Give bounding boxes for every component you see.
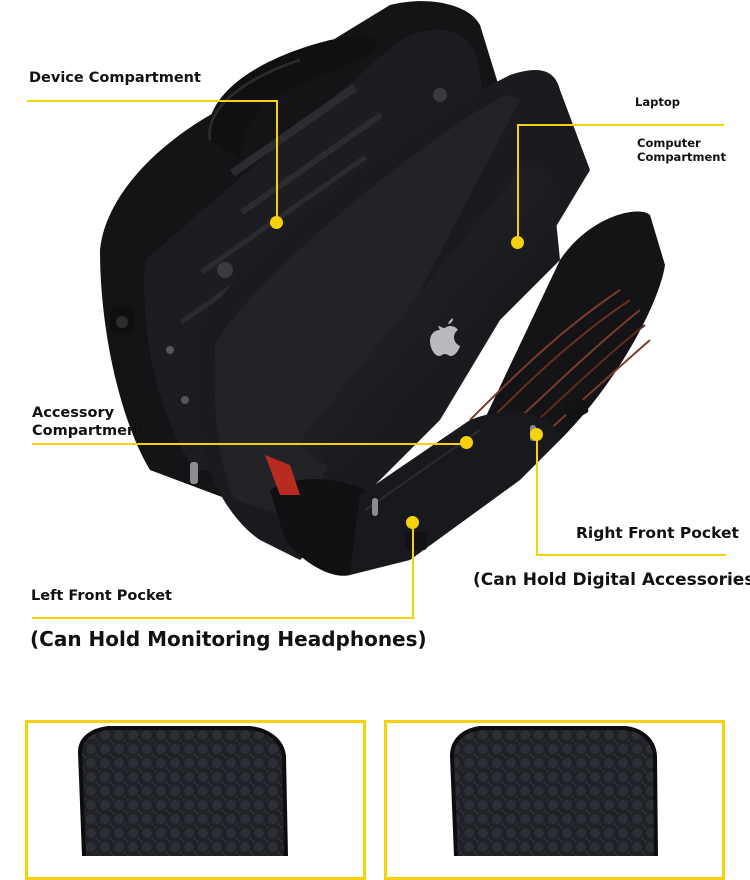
right-front-pocket-line-v bbox=[536, 434, 538, 556]
accessory-compartment-label-line2: Compartment bbox=[32, 423, 145, 439]
left-front-pocket-note: (Can Hold Monitoring Headphones) bbox=[30, 627, 427, 651]
left-front-pocket-line-h bbox=[32, 617, 414, 619]
left-front-pocket-label: Left Front Pocket bbox=[31, 588, 172, 604]
device-compartment-line-h bbox=[27, 100, 278, 102]
computer-compartment-line-h bbox=[517, 124, 724, 126]
laptop bbox=[300, 166, 560, 471]
apple-logo-icon bbox=[430, 318, 460, 356]
computer-compartment-label-line1: Computer bbox=[637, 136, 701, 150]
accessory-compartment-label-line1: Accessory bbox=[32, 405, 115, 421]
left-front-pocket-dot bbox=[406, 516, 419, 529]
left-detail-frame bbox=[25, 720, 366, 880]
device-compartment-dot bbox=[270, 216, 283, 229]
carry-handle bbox=[208, 35, 377, 160]
computer-compartment-body bbox=[200, 70, 590, 560]
right-foam-panel bbox=[452, 728, 656, 856]
laptop-label: Laptop bbox=[635, 95, 680, 109]
right-front-pocket-body bbox=[350, 411, 560, 575]
computer-compartment-label-line2: Compartment bbox=[637, 150, 726, 164]
accessory-compartment-dot bbox=[460, 436, 473, 449]
accessory-compartment-line-h bbox=[32, 443, 466, 445]
computer-compartment-line-v bbox=[517, 124, 519, 242]
computer-compartment-dot bbox=[511, 236, 524, 249]
device-compartment-label: Device Compartment bbox=[29, 70, 201, 86]
device-compartment-line-v bbox=[276, 100, 278, 222]
left-front-pocket-body bbox=[270, 479, 380, 576]
right-front-pocket-note: (Can Hold Digital Accessories) bbox=[473, 570, 750, 590]
right-front-pocket-dot bbox=[530, 428, 543, 441]
right-front-pocket-label: Right Front Pocket bbox=[576, 524, 739, 542]
right-front-pocket-line-h bbox=[536, 554, 726, 556]
bag-illustration bbox=[77, 1, 665, 856]
right-detail-frame bbox=[384, 720, 725, 880]
left-foam-panel bbox=[80, 728, 286, 856]
left-front-pocket-line-v bbox=[412, 522, 414, 619]
